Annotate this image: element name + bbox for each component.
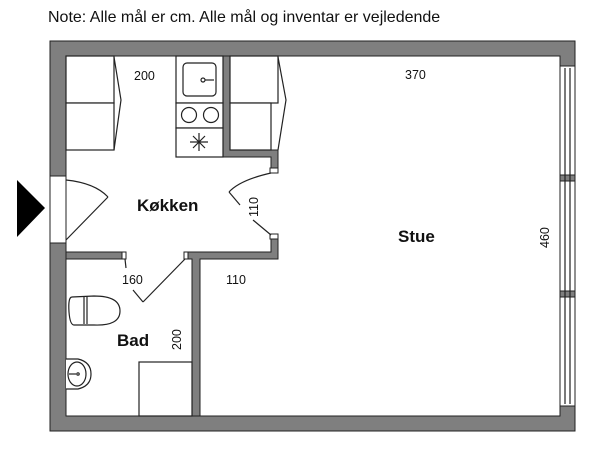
bath-door[interactable] bbox=[124, 258, 186, 303]
plan-note: Note: Alle mål er cm. Alle mål og invent… bbox=[48, 9, 441, 26]
windows bbox=[559, 65, 576, 407]
bath-top-wall bbox=[65, 251, 124, 260]
shower bbox=[138, 361, 193, 417]
right-cabinets bbox=[229, 55, 287, 151]
room-label-living: Stue bbox=[398, 227, 435, 246]
sink bbox=[175, 55, 224, 104]
room-label-kitchen: Køkken bbox=[137, 196, 198, 215]
toilet bbox=[68, 295, 121, 326]
entrance-door[interactable] bbox=[49, 175, 109, 244]
dim-living-depth: 460 bbox=[538, 227, 552, 248]
room-label-bath: Bad bbox=[117, 331, 149, 350]
dim-kitchen-door: 110 bbox=[247, 197, 261, 217]
stove bbox=[175, 102, 224, 129]
dim-bath-width: 160 bbox=[122, 273, 143, 287]
kitchen-right-wall bbox=[185, 234, 279, 417]
kitchen-door[interactable] bbox=[228, 172, 272, 236]
dim-bath-depth: 200 bbox=[170, 329, 184, 350]
dim-living-width: 370 bbox=[405, 68, 426, 82]
outer-wall bbox=[49, 40, 576, 432]
entrance-arrow-icon bbox=[17, 180, 45, 237]
dim-kitchen-width: 200 bbox=[134, 69, 155, 83]
oven bbox=[175, 127, 224, 158]
left-cabinets bbox=[65, 55, 122, 151]
dim-hall-width: 110 bbox=[226, 273, 246, 287]
washbasin bbox=[66, 358, 92, 390]
